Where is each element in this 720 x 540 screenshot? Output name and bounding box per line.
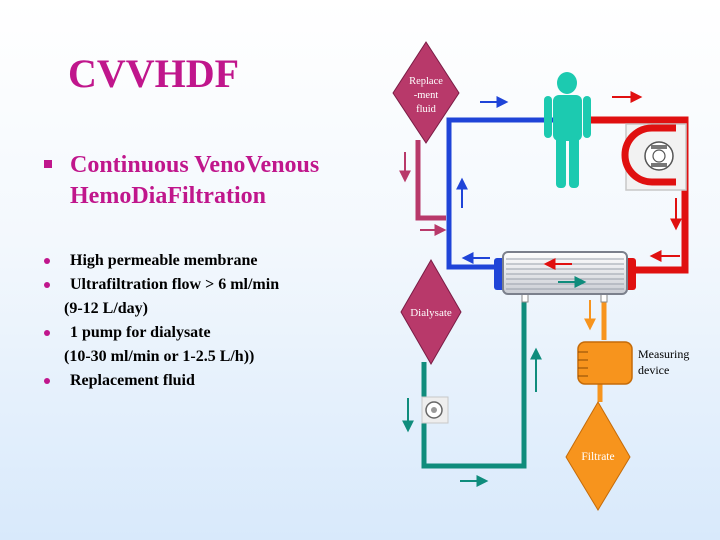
patient-figure-icon [544,72,591,188]
blood-pump-icon [621,123,687,191]
bullet-dot [44,282,50,288]
bullet-subtext-row: (10-30 ml/min or 1-2.5 L/h)) [44,345,374,369]
arterial-line [583,116,689,274]
heading-line-1: Continuous VenoVenous [70,152,320,178]
bullet-subtext: (10-30 ml/min or 1-2.5 L/h)) [64,348,255,365]
bullet-dot [44,378,50,384]
dialysate-diamond: Dialysate [400,258,462,366]
bullet-list: High permeable membrane Ultrafiltration … [44,249,374,393]
dialysate-label: Dialysate [410,307,452,319]
bullet-text: 1 pump for dialysate [70,324,211,341]
measuring-label-line-2: device [638,363,669,377]
bullet-text: Ultrafiltration flow > 6 ml/min [70,276,280,293]
bullet-text: Replacement fluid [70,372,195,389]
replacement-label-line-1: Replace [409,76,443,87]
bullet-item: 1 pump for dialysate [44,321,374,345]
bullet-subtext: (9-12 L/day) [64,300,148,317]
hemofilter-icon [494,251,636,303]
bullet-subtext-row: (9-12 L/day) [44,297,374,321]
replacement-fluid-diamond: Replace -ment fluid [392,41,460,144]
venous-return-line [446,117,555,270]
bullet-item: Replacement fluid [44,369,374,393]
slide-heading: Continuous VenoVenous HemoDiaFiltration [70,150,390,212]
dialysate-pump-icon [421,396,449,424]
replacement-label-line-3: fluid [416,104,437,115]
heading-line-2: HemoDiaFiltration [70,183,266,209]
slide-title: CVVHDF [68,51,240,96]
bullet-item: High permeable membrane [44,249,374,273]
measuring-label-line-1: Measuring [638,347,689,361]
bullet-item: Ultrafiltration flow > 6 ml/min [44,273,374,297]
filtrate-diamond: Filtrate [565,401,631,511]
replacement-line [415,140,446,221]
filtrate-label: Filtrate [581,451,614,463]
measuring-device-icon [577,341,633,385]
bullet-dot [44,258,50,264]
replacement-label-line-2: -ment [414,90,439,101]
bullet-dot [44,330,50,336]
heading-bullet-square [44,160,52,168]
bullet-text: High permeable membrane [70,252,258,269]
